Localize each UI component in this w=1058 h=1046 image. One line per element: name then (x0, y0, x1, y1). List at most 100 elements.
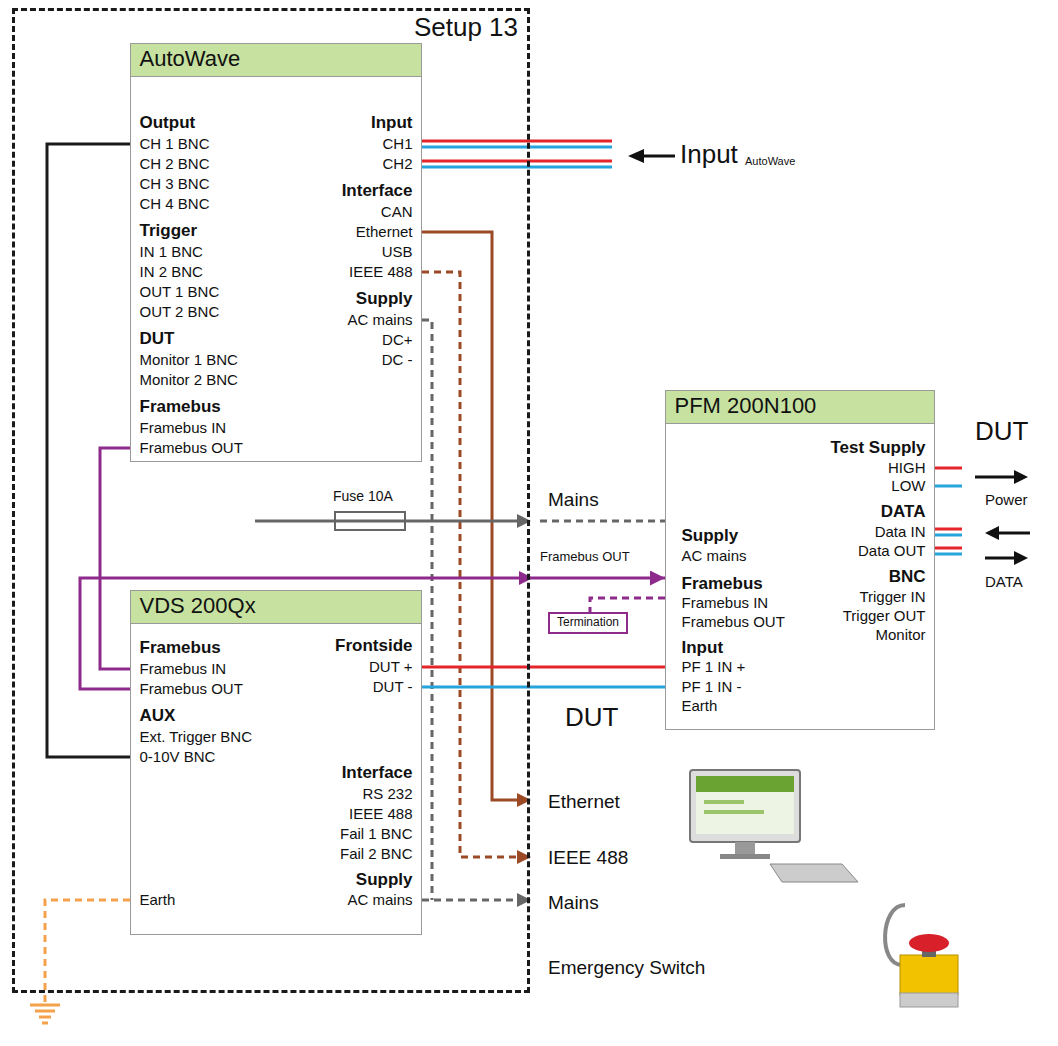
computer-monitor (690, 770, 800, 842)
section-heading: Framebus (140, 638, 221, 657)
port-label: DC - (382, 351, 413, 368)
device-box: PFM 200N100Test SupplyHIGHLOW DATA Data IN… (665, 390, 935, 730)
computer-stand (720, 854, 770, 859)
setup-frame: Setup 13AutoWaveOutputCH 1 BNCCH 2 BNCCH… (12, 8, 530, 993)
input-wire (422, 140, 612, 143)
callout-label: IEEE 488 (548, 847, 628, 868)
termination-box: Termination (548, 612, 628, 634)
edge-label: Framebus OUT (538, 549, 632, 564)
box-title: PFM 200N100 (675, 393, 817, 418)
section-heading: Input (371, 113, 413, 132)
mains-wire (422, 899, 520, 902)
ground-symbol (35, 1010, 55, 1013)
port-label: CH 3 BNC (140, 175, 210, 192)
port-label: Trigger IN (859, 588, 925, 605)
port-label: AC mains (347, 891, 412, 908)
port-label: OUT 1 BNC (140, 283, 220, 300)
callout-label: AutoWave (745, 155, 795, 167)
computer-screen-band (696, 776, 794, 792)
switch-button (909, 934, 949, 952)
box-title: Termination (557, 615, 619, 629)
section-heading: Interface (342, 763, 413, 782)
data-wire (935, 528, 962, 531)
power-wire (935, 467, 962, 470)
port-label: AC mains (682, 547, 747, 564)
input-arrowhead (628, 149, 644, 163)
box-title: Setup 13 (414, 12, 518, 42)
port-label: Ext. Trigger BNC (140, 728, 253, 745)
port-label: USB (382, 243, 413, 260)
callout-label: DUT (565, 702, 618, 732)
device-box: AutoWaveOutputCH 1 BNCCH 2 BNCCH 3 BNCCH… (130, 43, 422, 462)
port-label: Trigger OUT (843, 607, 926, 624)
port-label: IEEE 488 (349, 263, 412, 280)
connector-line (100, 448, 130, 669)
connector-line (47, 144, 130, 757)
port-label: CH 4 BNC (140, 195, 210, 212)
connector-line (422, 686, 665, 689)
earth-wire (45, 900, 130, 1005)
connector-line (422, 666, 665, 669)
callout-label: Ethernet (548, 791, 620, 812)
port-label: Framebus OUT (140, 439, 243, 456)
power-arrow (975, 476, 1015, 479)
data-wire (935, 547, 962, 550)
connector-line (590, 598, 665, 612)
port-label: IN 1 BNC (140, 243, 203, 260)
port-label: Ethernet (356, 223, 413, 240)
mains-wire (422, 320, 432, 900)
box-title: VDS 200Qx (140, 593, 256, 618)
port-label: Data OUT (858, 542, 926, 559)
section-heading: Supply (356, 289, 413, 308)
data-wire (935, 553, 962, 556)
data-in-arrow (998, 532, 1030, 535)
port-label: OUT 2 BNC (140, 303, 220, 320)
computer-screen-line (704, 810, 764, 814)
mains-wire (540, 520, 665, 523)
switch-housing (900, 955, 958, 995)
port-label: Earth (682, 697, 718, 714)
power-arrowhead (1014, 470, 1028, 484)
port-label: HIGH (888, 459, 926, 476)
mains-wire (255, 520, 520, 523)
data-out-arrow (985, 557, 1015, 560)
callout-label: Input (680, 139, 738, 169)
section-heading: AUX (140, 706, 176, 725)
switch-base (900, 993, 958, 1007)
callout-label: DUT (975, 416, 1028, 446)
data-out-arrowhead (1014, 551, 1028, 565)
section-heading: DUT (140, 329, 175, 348)
section-heading: Output (140, 113, 196, 132)
section-heading: Supply (682, 526, 739, 545)
port-label: Data IN (875, 523, 926, 540)
input-wire (422, 166, 612, 169)
section-heading: DATA (881, 502, 926, 521)
ground-symbol (30, 1004, 60, 1007)
port-label: CH 2 BNC (140, 155, 210, 172)
port-label: Monitor 2 BNC (140, 371, 238, 388)
data-in-arrowhead (985, 526, 999, 540)
port-label: CH1 (382, 135, 412, 152)
ground-symbol (39, 1016, 51, 1019)
ieee-wire (422, 272, 520, 857)
port-label: Framebus IN (140, 419, 227, 436)
box-title: AutoWave (140, 46, 241, 71)
port-label: Fail 1 BNC (340, 825, 413, 842)
device-box: VDS 200QxFramebusFramebus INFramebus OUT… (130, 590, 422, 935)
ethernet-wire (422, 232, 520, 800)
port-label: IEEE 488 (349, 805, 412, 822)
computer-screen-line (704, 800, 744, 804)
section-heading: BNC (889, 567, 926, 586)
section-heading: Framebus (140, 397, 221, 416)
port-label: PF 1 IN + (682, 658, 746, 675)
port-label: Framebus IN (140, 660, 227, 677)
section-heading: Input (682, 638, 724, 657)
port-label: Framebus OUT (682, 613, 785, 630)
input-wire (422, 146, 612, 149)
computer-keyboard (770, 864, 858, 882)
section-heading: Test Supply (830, 438, 925, 457)
port-label: LOW (891, 477, 925, 494)
port-label: CH2 (382, 155, 412, 172)
section-heading: Interface (342, 181, 413, 200)
callout-label: Emergency Switch (548, 957, 705, 978)
